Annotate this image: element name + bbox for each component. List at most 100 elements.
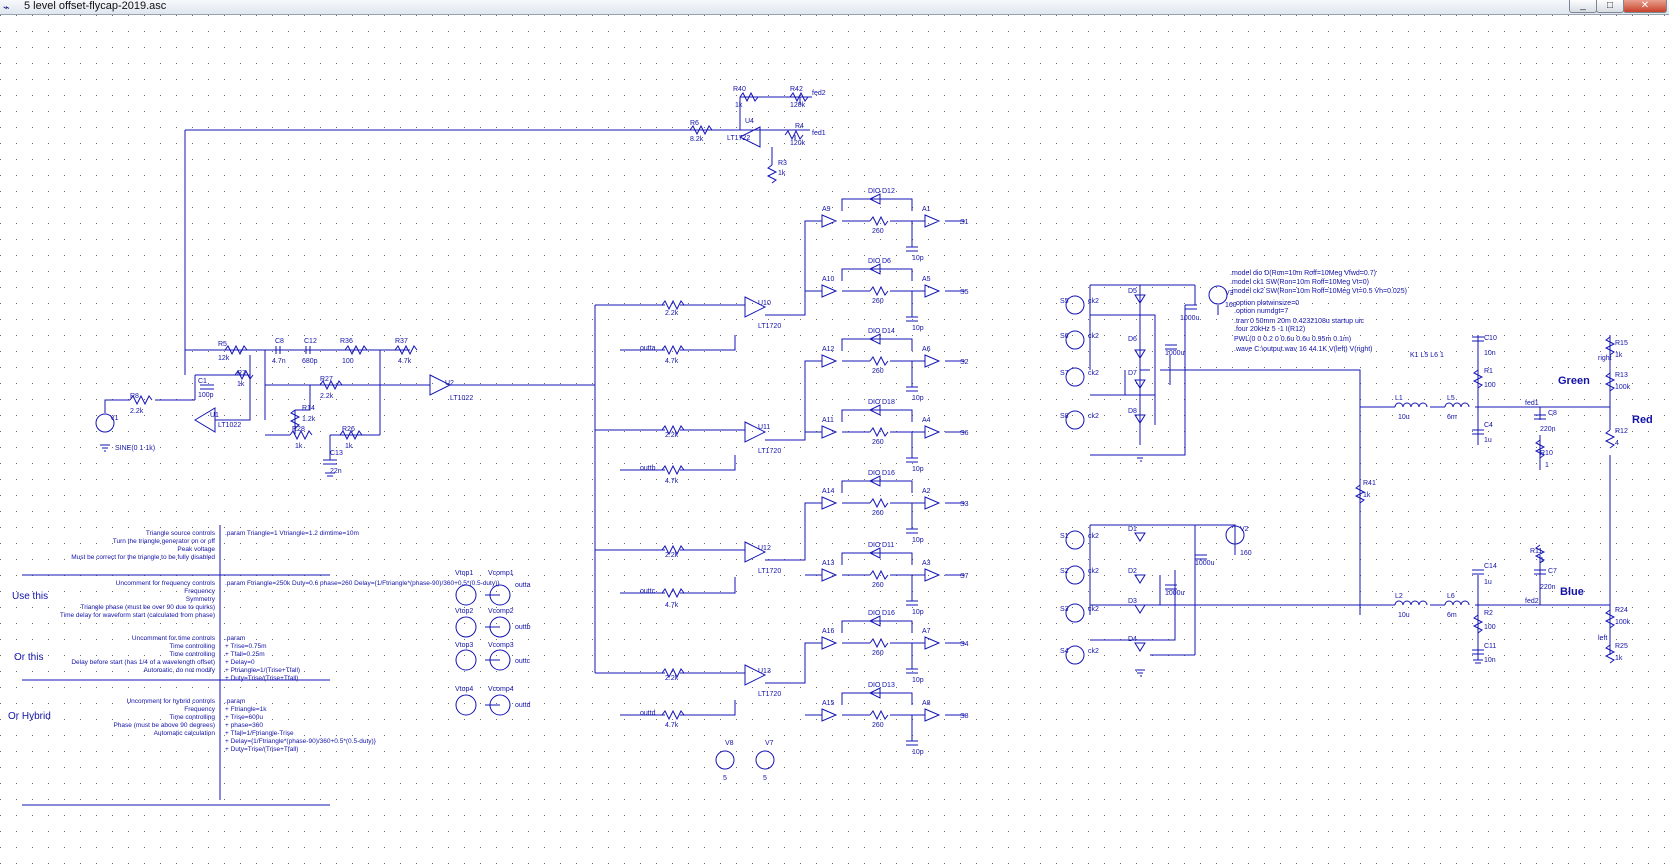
param-4: + Trise=0.75m (225, 643, 267, 650)
maximize-button[interactable]: □ (1596, 0, 1624, 13)
schematic-drawing[interactable]: R8 2.2k V1 SINE(0 1 1k) C1 100p R7 1k U1… (0, 15, 1669, 864)
label-d3: D3 (1128, 598, 1137, 605)
label-d11: D11 (882, 542, 894, 549)
directive-8: PWL(0 0 0.2 0 0.6u 0.6u 0.95m 0.1m) (1234, 336, 1351, 343)
directive-7: .four 20kHz 5 -1 I(R12) (1234, 326, 1305, 333)
minimize-button[interactable]: _ (1569, 0, 1597, 13)
capacitor-c8 (275, 346, 281, 354)
label-r6: R6 (690, 120, 699, 127)
model-ck2-2: ck2 (1088, 333, 1099, 340)
label-u11: U11 (758, 424, 770, 431)
label-d5: D5 (1128, 288, 1137, 295)
diode-model-3: DIO (868, 328, 881, 335)
ctrl-time-rising: Time controlling (169, 643, 215, 650)
schematic-canvas[interactable]: R8 2.2k V1 SINE(0 1 1k) C1 100p R7 1k U1… (0, 15, 1669, 864)
opamp-u1 (194, 407, 216, 433)
label-d4: D4 (1128, 636, 1137, 643)
param-1: .param Triangle=1 Vtriangle=1.2 dimtime=… (225, 530, 359, 537)
value-r42: 120k (790, 102, 806, 109)
capacitor-c1000u-2 (1165, 344, 1177, 350)
label-a1: A1 (922, 206, 931, 213)
value-v3: 160 (1225, 302, 1237, 309)
net-s4: S4 (1060, 648, 1069, 655)
value-4k7-1: 4.7k (665, 358, 679, 365)
model-ck2-6: ck2 (1088, 568, 1099, 575)
label-v1: V1 (110, 415, 119, 422)
label-a4: A4 (922, 417, 931, 424)
param-3: .param (225, 635, 245, 642)
part-u2: LT1022 (450, 395, 473, 402)
resistor-r12 (1604, 429, 1616, 449)
value-260-4: 260 (872, 439, 884, 446)
label-d16: D16 (882, 470, 895, 477)
capacitor-c7 (1534, 569, 1546, 575)
switch-s1 (1065, 530, 1085, 550)
label-v7: V7 (765, 740, 774, 747)
spice-directives: .model dio D(Ron=10m Roff=10Meg Vfwd=0.7… (1230, 270, 1444, 359)
label-a13: A13 (822, 560, 835, 567)
value-c8: 4.7n (272, 358, 286, 365)
value-r11: 1 (1540, 557, 1544, 564)
directive-3: .model ck2 SW(Ron=10m Roff=10Meg Vt=0.5 … (1230, 288, 1407, 295)
directive-5: .option numdgt=7 (1234, 308, 1288, 315)
value-l1: 10u (1398, 414, 1410, 421)
directive-9: .wave C:\output.wav 16 44.1K V(left) V(r… (1234, 346, 1373, 353)
part-u11: LT1720 (758, 448, 781, 455)
diode-model-1: DIO (868, 188, 881, 195)
source-v7 (755, 750, 775, 770)
ctrl-peak-voltage: Peak voltage (177, 546, 215, 553)
value-c10: 10n (1484, 350, 1496, 357)
diode-model-4: DIO (868, 399, 881, 406)
net-s3: S3 (1060, 606, 1069, 613)
label-r36: R36 (340, 338, 353, 345)
value-260-3: 260 (872, 368, 884, 375)
value-c7: 220n (1540, 584, 1556, 591)
ctrl-triangle-src: Triangle source controls (146, 530, 216, 537)
value-10p-4: 10p (912, 466, 924, 473)
value-4k7-2: 4.7k (665, 478, 679, 485)
label-vcomp3: Vcomp3 (488, 642, 514, 649)
resistor-r5 (224, 344, 248, 356)
capacitor-c1000u-1 (1185, 304, 1197, 310)
inductor-l1 (1394, 402, 1428, 408)
ctrl-tri-phase: Triangle phase (must be over 90 due to q… (80, 604, 215, 611)
diodes (868, 193, 881, 699)
buffers (821, 214, 941, 722)
value-r5: 12k (218, 355, 230, 362)
comparator-u11 (744, 421, 767, 443)
net-outtc-src: outtc (515, 658, 531, 665)
value-r41: 1k (1363, 492, 1371, 499)
switch-s4 (1065, 645, 1085, 665)
label-use-this: Use this (12, 591, 48, 602)
value-1000u-1: 1000u (1180, 315, 1200, 322)
label-d6: D6 (882, 258, 891, 265)
label-a7: A7 (922, 628, 931, 635)
ctrl-delay-before: Delay before start (has 1/4 of a wavelen… (71, 659, 215, 666)
opamp-u4 (738, 126, 761, 148)
label-or-this: Or this (14, 652, 43, 663)
schematic-icon: ⌁ (3, 2, 10, 14)
value-1000u-2: 1000u (1165, 350, 1185, 357)
value-260-5: 260 (872, 510, 884, 517)
ctrl-hybrid-freq: Frequency (184, 706, 215, 713)
source-v1 (95, 413, 115, 433)
net-s4-1: S4 (960, 641, 969, 648)
value-c8b: 220n (1540, 426, 1556, 433)
label-r13: R13 (1615, 372, 1628, 379)
label-vcomp1: Vcomp1 (488, 570, 514, 577)
label-a15: A15 (822, 700, 835, 707)
label-a8: A8 (922, 700, 931, 707)
close-button[interactable]: ✕ (1623, 0, 1667, 13)
side-labels: Use this Or this Or Hybrid (8, 591, 51, 722)
resistor-r40 (739, 91, 759, 103)
label-vcomp2: Vcomp2 (488, 608, 514, 615)
net-s2-1: S2 (960, 359, 969, 366)
label-vtop3: Vtop3 (455, 642, 473, 649)
switch-s2 (1065, 565, 1085, 585)
label-a14: A14 (822, 488, 835, 495)
value-r15: 1k (1615, 352, 1623, 359)
net-left: left (1598, 635, 1607, 642)
value-r28: 1k (295, 443, 303, 450)
value-2k2-3: 2.2k (665, 552, 679, 559)
ctrl-time-delay: Time delay for waveform start (calculate… (60, 612, 215, 619)
